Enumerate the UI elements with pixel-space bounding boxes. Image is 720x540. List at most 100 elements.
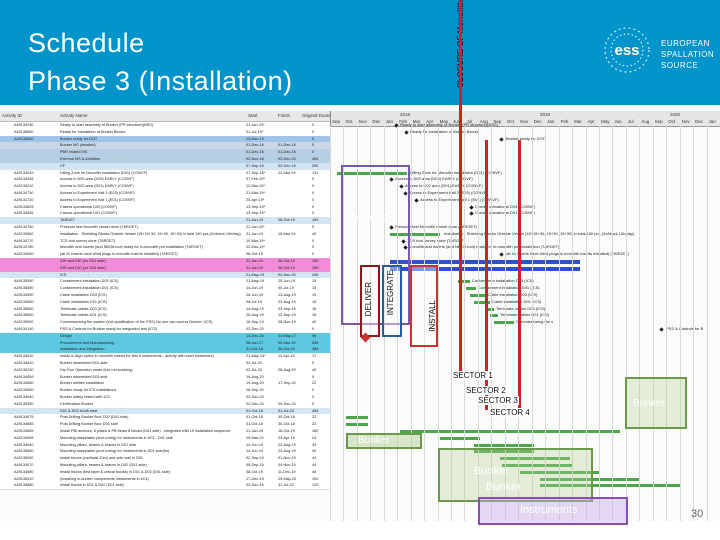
cell-finish: 11-Apr-19 bbox=[278, 354, 295, 359]
timeline-month: Nov bbox=[520, 119, 529, 124]
cell-dur: 22 bbox=[312, 415, 317, 420]
cell-id: A49135630 bbox=[14, 456, 34, 461]
cell-dur: 0 bbox=[312, 177, 315, 182]
cell-dur: 0 bbox=[312, 238, 315, 243]
cell-dur: 0 bbox=[312, 143, 315, 148]
gantt-bar bbox=[502, 464, 572, 467]
timeline-month: Aug bbox=[479, 119, 488, 124]
cell-name: Ready for Installation of Bunker Blocks bbox=[60, 129, 126, 134]
timeline-month: Jan bbox=[547, 119, 555, 124]
cell-name: Install blocks (first layer & critical b… bbox=[60, 469, 171, 474]
timeline-year: 2018 bbox=[400, 112, 411, 117]
cell-id: A49134720 bbox=[14, 197, 34, 202]
cell-finish: 31-Jul-20 bbox=[278, 483, 294, 488]
cell-name: Installation - Shielding Blocks Outside … bbox=[60, 231, 241, 236]
cell-id: A49134610 bbox=[14, 361, 34, 365]
cell-start: 14-Jun-19 bbox=[246, 449, 264, 454]
cell-id: A49134050 bbox=[14, 252, 34, 257]
timeline-month: Feb bbox=[399, 119, 407, 124]
cell-finish: 17-Sep-20 bbox=[278, 381, 296, 386]
closure-line bbox=[459, 0, 462, 372]
cell-start: 21-Jan-19 bbox=[246, 265, 264, 270]
slide-title: Schedule Phase 3 (Installation) bbox=[28, 24, 293, 100]
cell-dur: 120 bbox=[312, 483, 319, 488]
cell-finish: 29-May-20 bbox=[278, 476, 297, 481]
cell-id: A49134730 bbox=[14, 191, 34, 195]
cell-dur: 255 bbox=[312, 163, 319, 168]
bunker-box-mid bbox=[438, 448, 593, 502]
cell-start: 21-Jan-19 bbox=[246, 429, 264, 433]
cell-name: Mounting pillars, beams & braces in D01 … bbox=[60, 442, 137, 447]
bar-label: Access to D02 area (D03) EARLY (CONVF) bbox=[395, 176, 473, 182]
gantt-bar bbox=[540, 477, 640, 481]
cell-dur: 15 bbox=[312, 293, 317, 297]
cell-name: Bunker assembled D01 side bbox=[60, 361, 108, 365]
page-number: 30 bbox=[691, 508, 704, 520]
timeline-month: Aug bbox=[641, 119, 650, 124]
logo-mark: ess bbox=[614, 42, 639, 59]
timeline-year: 2019 bbox=[540, 112, 551, 117]
timeline-month: Oct bbox=[345, 119, 353, 124]
cell-start: 12-Mar-19* bbox=[246, 184, 265, 189]
gantt-milestone bbox=[414, 198, 419, 203]
cell-name: Access to Experiment Hall 2 (E03) (CONVF… bbox=[60, 191, 135, 195]
timeline-month: Nov bbox=[681, 119, 690, 124]
cell-dur: 44 bbox=[312, 456, 317, 461]
install-box bbox=[410, 265, 438, 347]
gantt-bar bbox=[466, 287, 476, 291]
gantt-bar bbox=[520, 470, 600, 474]
cell-start: 13-Dec-16 bbox=[246, 333, 264, 338]
cell-start: 01-Oct-18 bbox=[246, 347, 263, 352]
cell-name: D01 & D02 south east bbox=[60, 408, 98, 413]
cell-finish: 15-Mar-19 bbox=[278, 231, 296, 236]
cell-dur: 0 bbox=[312, 252, 315, 257]
cell-start: 21-Jan-19* bbox=[246, 123, 265, 127]
timeline-gridline bbox=[639, 126, 640, 521]
cell-dur: 40 bbox=[312, 231, 317, 236]
gantt-milestone bbox=[499, 136, 504, 142]
timeline-month: Sep bbox=[332, 119, 341, 124]
cell-start: 02-Sep-19 bbox=[246, 456, 264, 461]
bar-label: Access to Experiment Hall 2 (E03) (CONVF… bbox=[409, 190, 488, 195]
cell-finish: 08-Oct-19 bbox=[278, 218, 295, 223]
deliver-box bbox=[360, 265, 380, 337]
bar-label: Ready for Installation of Bunker Blocks bbox=[410, 128, 479, 134]
cell-id: A49135600 bbox=[14, 313, 34, 318]
cell-start: 08-Jul-19 bbox=[246, 299, 262, 304]
cell-finish: 08-Oct-19 bbox=[278, 259, 295, 263]
cell-id: A49134610 bbox=[14, 354, 34, 359]
cell-start: 21-May-19 bbox=[246, 272, 265, 277]
bar-label: Cable installation D03 (ICS) bbox=[488, 292, 538, 297]
cell-name: Bunker ready for DOT bbox=[60, 136, 98, 141]
timeline-month: Sep bbox=[654, 119, 663, 124]
cell-start: 17-Dec-19 bbox=[246, 476, 264, 481]
cell-id: A49134675 bbox=[14, 415, 34, 420]
cell-name: Dry Run Operation mode (incl run-truckin… bbox=[60, 367, 133, 372]
timeline-month: Jul bbox=[466, 119, 473, 124]
cell-finish: 02-Dec-20 bbox=[278, 157, 296, 161]
timeline-gridline bbox=[558, 126, 560, 521]
timeline-month: Sep bbox=[493, 119, 502, 124]
cell-start: 22-Mar-19* bbox=[246, 245, 265, 250]
cell-id: A49134760 bbox=[14, 225, 34, 229]
cell-start: 21-Jan-19 bbox=[246, 259, 264, 263]
timeline-gridline bbox=[693, 126, 694, 521]
cell-name: Cranes operational D01 (CONVF) bbox=[60, 211, 117, 216]
cell-dur: 0 bbox=[312, 388, 315, 393]
cell-start: 02-Dec-19 bbox=[246, 483, 264, 488]
timeline-month: Jan bbox=[385, 119, 394, 124]
ess-logo-icon: ess bbox=[604, 27, 650, 73]
cell-name: Access to Experiment Hall 1 (E01) (CONVF… bbox=[60, 197, 135, 202]
logo-text: EUROPEAN SPALLATION SOURCE bbox=[661, 38, 714, 71]
cell-id: A49134635 bbox=[14, 211, 34, 216]
cell-start: 01-Dec-16 bbox=[246, 143, 264, 148]
cell-start: 21-Jan-19 bbox=[246, 218, 264, 223]
col-duration: Original Duration bbox=[302, 113, 336, 118]
cell-dur: 0 bbox=[312, 361, 315, 365]
timeline-month: May bbox=[439, 119, 449, 124]
cell-name: Post Drilling Bunker floor D01 side bbox=[60, 422, 118, 427]
gantt-milestone bbox=[499, 252, 504, 257]
cell-start: 07-Sep-18 bbox=[246, 163, 264, 168]
